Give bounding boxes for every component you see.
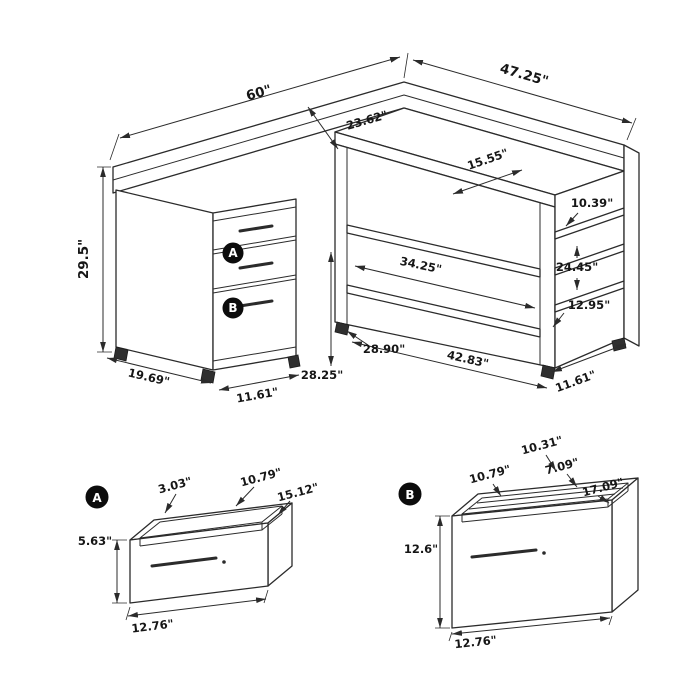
dim-label-12-76-a: 12.76" bbox=[131, 616, 175, 635]
dim-line-19-69 bbox=[106, 357, 212, 384]
drawer-b-side bbox=[611, 477, 639, 613]
dim-label-10-79-b: 10.79" bbox=[468, 462, 513, 486]
main-assembly-view: 60" 47.25" 23.62" 15.55" 29.5" 10.39" 24… bbox=[76, 52, 640, 406]
leader-17-09 bbox=[597, 495, 610, 504]
leader-10-79-a bbox=[235, 486, 255, 507]
dim-label-24-45: 24.45" bbox=[556, 260, 598, 274]
dim-label-11-61-left: 11.61" bbox=[235, 384, 279, 405]
drawer-b-file-rails bbox=[468, 487, 624, 510]
dim-label-10-79-a: 10.79" bbox=[239, 465, 284, 489]
dim-label-3-03: 3.03" bbox=[157, 474, 194, 496]
end-side-panel bbox=[623, 144, 640, 347]
badge-a-label: A bbox=[228, 246, 238, 260]
dim-line-47-25 bbox=[412, 59, 633, 124]
foot bbox=[287, 354, 301, 369]
foot bbox=[113, 346, 129, 362]
dim-label-28-90: 28.90" bbox=[363, 342, 405, 356]
drawer-a-handle bbox=[150, 556, 218, 568]
detail-a-view: A 5.63" 12.76" 3.03" 10.79" 15.12" bbox=[78, 465, 320, 636]
drawer-a-screw bbox=[222, 560, 226, 564]
dim-label-60: 60" bbox=[244, 82, 273, 104]
drawer-2-handle bbox=[238, 261, 274, 270]
dim-label-12-6: 12.6" bbox=[404, 542, 438, 556]
extension-lines bbox=[97, 52, 637, 353]
dim-label-10-31: 10.31" bbox=[520, 433, 565, 457]
drawer-b-inner-bottom bbox=[461, 483, 629, 523]
dim-line-60 bbox=[119, 56, 401, 139]
detail-a-badge-label: A bbox=[92, 491, 102, 505]
dim-label-29-5: 29.5" bbox=[76, 239, 92, 279]
leader-10-31 bbox=[545, 454, 557, 472]
pedestal-side-panel bbox=[115, 189, 214, 371]
dim-label-47-25: 47.25" bbox=[498, 61, 550, 90]
dim-line-11-61-right bbox=[551, 343, 627, 373]
detail-b-badge-marker bbox=[398, 482, 422, 506]
leader-15-12 bbox=[277, 500, 291, 516]
pedestal-bottom-rail bbox=[212, 346, 297, 362]
drawer-1-handle bbox=[238, 224, 274, 233]
detail-b-view: B 12.6" 12.76" 10.31" 7.09" 10.79" 17.09… bbox=[398, 433, 639, 651]
desk-top-edge-line bbox=[112, 94, 625, 181]
pedestal-drawer-front bbox=[212, 198, 297, 371]
dim-label-11-61-right: 11.61" bbox=[553, 367, 598, 395]
dim-line-11-61-left bbox=[218, 373, 300, 392]
leader-10-39 bbox=[565, 212, 579, 227]
dim-line-12-76-b bbox=[451, 616, 611, 636]
badge-b-label: B bbox=[228, 301, 237, 315]
badge-b-marker bbox=[222, 297, 244, 319]
dim-label-7-09: 7.09" bbox=[544, 455, 581, 477]
leader-7-09 bbox=[566, 473, 578, 488]
leader-3-03 bbox=[164, 493, 177, 514]
dim-line-34-25 bbox=[354, 265, 536, 309]
dim-label-12-95: 12.95" bbox=[568, 298, 610, 312]
dim-label-10-39: 10.39" bbox=[571, 196, 613, 210]
dim-label-19-69: 19.69" bbox=[127, 366, 171, 389]
dim-label-28-25: 28.25" bbox=[301, 368, 343, 382]
leader-12-95 bbox=[552, 312, 565, 328]
dim-label-15-12: 15.12" bbox=[276, 480, 321, 504]
middle-shelf-upper bbox=[346, 224, 541, 278]
drawer-divider-2 bbox=[212, 274, 297, 294]
pedestal-top-rail bbox=[212, 206, 297, 222]
drawer-a-inner-bottom bbox=[139, 506, 283, 547]
drawer-b-front bbox=[451, 499, 613, 629]
dim-line-42-83 bbox=[351, 341, 548, 389]
dim-line-15-55 bbox=[452, 169, 523, 195]
detail-a-badge-marker bbox=[85, 485, 109, 509]
leader-10-79-b bbox=[492, 483, 502, 497]
dim-label-12-76-b: 12.76" bbox=[454, 633, 498, 651]
dim-line-12-76-a bbox=[127, 597, 267, 618]
drawer-3-handle bbox=[238, 299, 274, 308]
dim-label-5-63: 5.63" bbox=[78, 534, 112, 548]
drawer-b-screw bbox=[542, 551, 546, 555]
drawer-b-handle bbox=[470, 548, 538, 559]
detail-b-badge-label: B bbox=[405, 488, 414, 502]
badge-a-marker bbox=[222, 242, 244, 264]
dim-line-23-62 bbox=[307, 106, 339, 150]
